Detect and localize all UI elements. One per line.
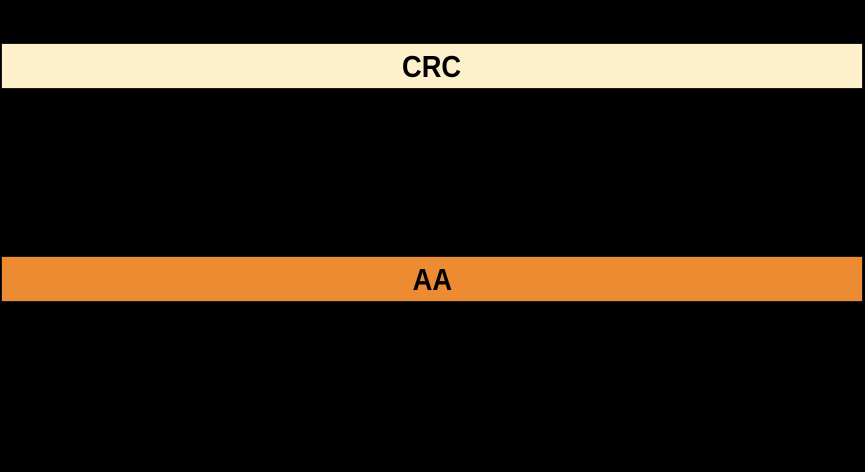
band-crc-label: CRC (402, 48, 462, 84)
band-aa[interactable]: AA (1, 256, 863, 302)
band-aa-label: AA (412, 261, 452, 297)
band-crc[interactable]: CRC (1, 43, 863, 89)
